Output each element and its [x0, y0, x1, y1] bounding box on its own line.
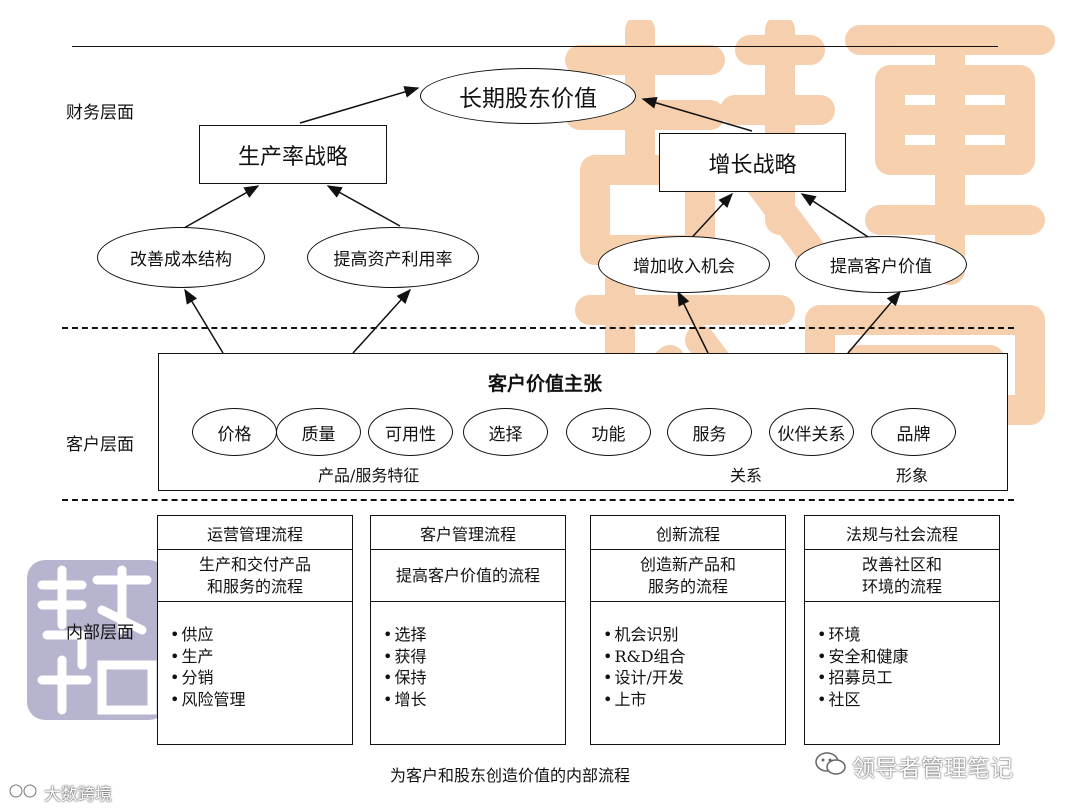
group-label-image: 形象 — [896, 462, 928, 486]
process-regulatory-social: 法规与社会流程 改善社区和 环境的流程 环境 安全和健康 招募员工 社区 — [804, 515, 1000, 745]
process-header: 客户管理流程 — [371, 516, 565, 550]
process-customer-management: 客户管理流程 提高客户价值的流程 选择 获得 保持 增长 — [370, 515, 566, 745]
attribute-brand: 品牌 — [871, 408, 956, 456]
list-item: 风险管理 — [170, 689, 352, 711]
source-logo-icon — [8, 779, 42, 803]
layer-label-finance: 财务层面 — [66, 98, 134, 123]
attribute-availability: 可用性 — [368, 408, 453, 456]
attribute-price: 价格 — [192, 408, 277, 456]
wechat-account-name: 领导者管理笔记 — [852, 749, 1013, 783]
process-innovation: 创新流程 创造新产品和 服务的流程 机会识别 R&D组合 设计/开发 上市 — [590, 515, 786, 745]
process-description: 生产和交付产品 和服务的流程 — [158, 550, 352, 602]
group-label-relationship: 关系 — [730, 462, 762, 486]
list-item: 增长 — [383, 689, 565, 711]
attribute-partnership: 伙伴关系 — [769, 408, 854, 456]
diagram-caption: 为客户和股东创造价值的内部流程 — [340, 762, 680, 786]
list-item: 保持 — [383, 667, 565, 689]
group-label-product-service: 产品/服务特征 — [318, 462, 419, 486]
attribute-functionality: 功能 — [566, 408, 651, 456]
layer-label-internal: 内部层面 — [66, 618, 134, 643]
wechat-icon — [814, 750, 848, 778]
list-item: 机会识别 — [603, 624, 785, 646]
source-watermark: 大数跨境 — [44, 780, 112, 805]
attribute-selection: 选择 — [463, 408, 548, 456]
list-item: 环境 — [817, 624, 999, 646]
list-item: R&D组合 — [603, 646, 785, 668]
customer-value-proposition-title: 客户价值主张 — [430, 369, 660, 396]
productivity-strategy: 生产率战略 — [199, 125, 387, 184]
increase-revenue-opportunities: 增加收入机会 — [598, 236, 770, 293]
layer-label-customer: 客户层面 — [66, 430, 134, 455]
list-item: 分销 — [170, 667, 352, 689]
process-description: 创造新产品和 服务的流程 — [591, 550, 785, 602]
increase-customer-value: 提高客户价值 — [795, 236, 967, 293]
process-header: 创新流程 — [591, 516, 785, 550]
list-item: 招募员工 — [817, 667, 999, 689]
list-item: 生产 — [170, 646, 352, 668]
process-description: 提高客户价值的流程 — [371, 550, 565, 602]
list-item: 安全和健康 — [817, 646, 999, 668]
list-item: 获得 — [383, 646, 565, 668]
list-item: 上市 — [603, 689, 785, 711]
improve-cost-structure: 改善成本结构 — [97, 227, 265, 288]
list-item: 社区 — [817, 689, 999, 711]
process-header: 运营管理流程 — [158, 516, 352, 550]
improve-asset-utilization: 提高资产利用率 — [307, 227, 479, 288]
process-description: 改善社区和 环境的流程 — [805, 550, 999, 602]
list-item: 选择 — [383, 624, 565, 646]
attribute-service: 服务 — [667, 408, 752, 456]
long-term-shareholder-value: 长期股东价值 — [420, 68, 636, 124]
attribute-quality: 质量 — [276, 408, 361, 456]
process-header: 法规与社会流程 — [805, 516, 999, 550]
growth-strategy: 增长战略 — [659, 133, 846, 192]
list-item: 供应 — [170, 624, 352, 646]
process-operations: 运营管理流程 生产和交付产品 和服务的流程 供应 生产 分销 风险管理 — [157, 515, 353, 745]
list-item: 设计/开发 — [603, 667, 785, 689]
